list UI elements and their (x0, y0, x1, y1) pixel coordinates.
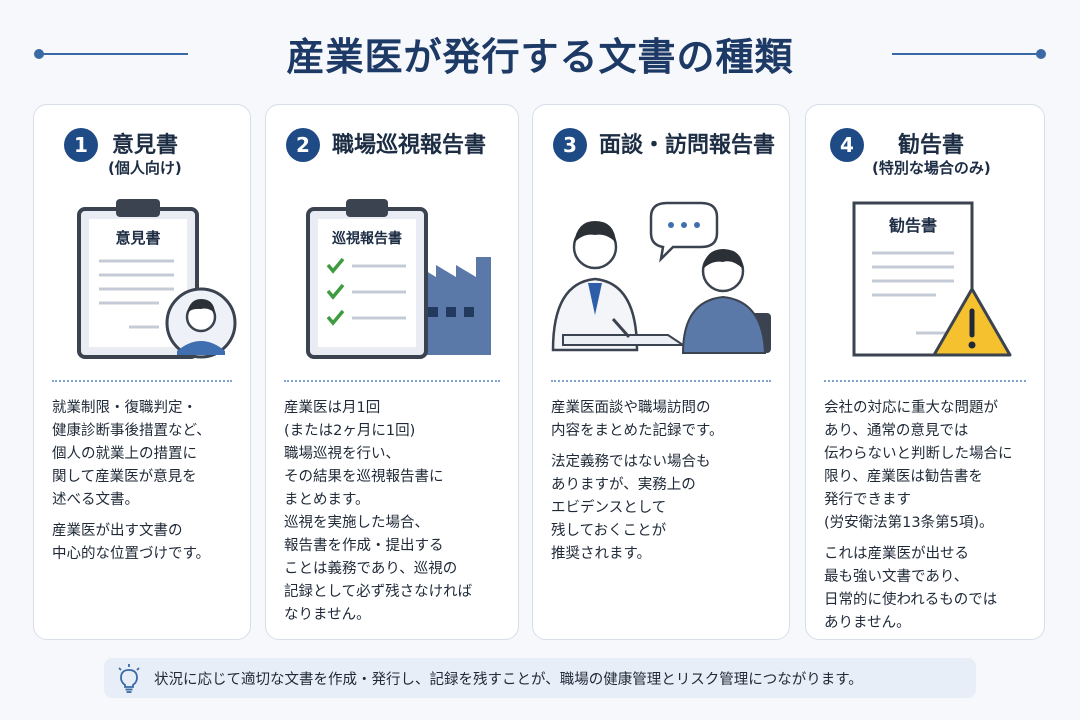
card-title: 意見書 (112, 133, 179, 158)
page-title: 産業医が発行する文書の種類 (286, 35, 794, 79)
clipboard-person-icon: 意見書 (77, 199, 237, 359)
card-title: 勧告書 (898, 133, 965, 158)
lightbulb-icon (104, 658, 154, 698)
doc-label: 巡視報告書 (332, 230, 402, 247)
checklist-factory-icon: 巡視報告書 (306, 199, 491, 359)
card-header: 4 勧告書 (特別な場合のみ) (806, 125, 1044, 185)
card-body: 会社の対応に重大な問題が あり、通常の意見では 伝わらないと判断した場合に 限り… (824, 397, 1034, 643)
card-paragraph: これは産業医が出せる 最も強い文書であり、 日常的に使われるものでは ありません… (824, 546, 998, 631)
doctor-consultation-icon (551, 201, 771, 354)
footer-note: 状況に応じて適切な文書を作成・発行し、記録を残すことが、職場の健康管理とリスク管… (104, 658, 976, 698)
card-opinion: 1 意見書 (個人向け) 意見書 就業制限・復職判定・ 健康診断事後措置など、 … (33, 104, 251, 640)
card-paragraph: 就業制限・復職判定・ 健康診断事後措置など、 個人の就業上の措置に 関して産業医… (52, 400, 211, 508)
card-subtitle: (個人向け) (108, 159, 182, 177)
doc-label: 意見書 (115, 229, 160, 247)
footer-text: 状況に応じて適切な文書を作成・発行し、記録を残すことが、職場の健康管理とリスク管… (154, 671, 863, 688)
title-rule-right (892, 53, 1042, 55)
title-dot-right (1036, 49, 1046, 59)
card-recommendation: 4 勧告書 (特別な場合のみ) 勧告書 会社の対応に重大な問題が あり、通常の意… (805, 104, 1045, 640)
card-divider (551, 380, 771, 382)
card-header: 1 意見書 (個人向け) (34, 125, 250, 185)
opinion-illustration: 意見書 (34, 195, 250, 365)
card-body: 産業医面談や職場訪問の 内容をまとめた記録です。 法定義務ではない場合も ありま… (551, 397, 779, 574)
title-row: 産業医が発行する文書の種類 (0, 22, 1080, 84)
document-warning-icon: 勧告書 (852, 201, 1012, 357)
number-badge: 3 (553, 128, 587, 162)
card-paragraph: 産業医面談や職場訪問の 内容をまとめた記録です。 (551, 400, 724, 439)
card-body: 就業制限・復職判定・ 健康診断事後措置など、 個人の就業上の措置に 関して産業医… (52, 397, 240, 574)
card-interview-report: 3 面談・訪問報告書 産業医面談や職場訪問の 内容をまとめた記録です。 法定義務… (532, 104, 790, 640)
doc-label: 勧告書 (889, 216, 937, 235)
card-divider (52, 380, 232, 382)
card-body: 産業医は月1回 (または2ヶ月に1回) 職場巡視を行い、 その結果を巡視報告書に… (284, 397, 508, 635)
recommendation-illustration: 勧告書 (806, 195, 1044, 365)
number-badge: 1 (64, 128, 98, 162)
interview-illustration (533, 195, 789, 365)
card-paragraph: 会社の対応に重大な問題が あり、通常の意見では 伝わらないと判断した場合に 限り… (824, 400, 1013, 531)
card-paragraph: 法定義務ではない場合も ありますが、実務上の エビデンスとして 残しておくことが… (551, 454, 711, 562)
card-divider (284, 380, 500, 382)
card-title: 面談・訪問報告書 (599, 133, 776, 158)
card-subtitle: (特別な場合のみ) (872, 159, 991, 177)
card-paragraph: 産業医が出す文書の 中心的な位置づけです。 (52, 523, 211, 562)
number-badge: 4 (830, 128, 864, 162)
title-dot-left (34, 49, 44, 59)
card-paragraph: 産業医は月1回 (または2ヶ月に1回) 職場巡視を行い、 その結果を巡視報告書に… (284, 400, 473, 623)
number-badge: 2 (286, 128, 320, 162)
card-divider (824, 380, 1026, 382)
card-header: 2 職場巡視報告書 (266, 125, 518, 185)
card-header: 3 面談・訪問報告書 (533, 125, 789, 185)
inspection-illustration: 巡視報告書 (266, 195, 518, 365)
card-inspection-report: 2 職場巡視報告書 巡視報告書 産業医は月1回 (または2ヶ月に1回) 職場巡視… (265, 104, 519, 640)
card-title: 職場巡視報告書 (332, 133, 487, 158)
title-rule-left (38, 53, 188, 55)
